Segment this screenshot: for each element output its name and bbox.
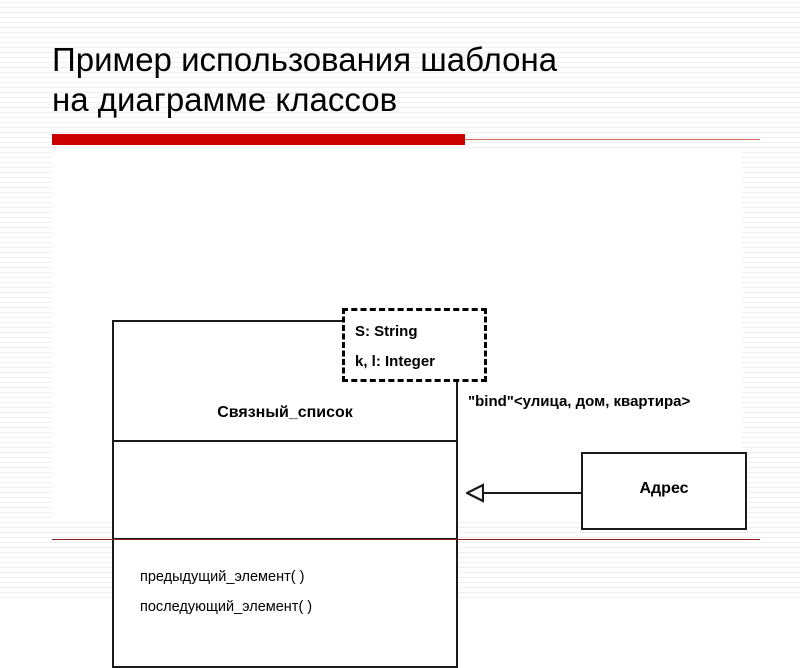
template-parameter-box: S: String k, l: Integer: [342, 308, 487, 382]
hollow-triangle-arrowhead-icon: [466, 483, 484, 503]
class-name-label: Связный_список: [217, 404, 353, 421]
class-operations-compartment: предыдущий_элемент( ) последующий_элемен…: [114, 540, 456, 666]
title-underline-accent: [52, 134, 465, 145]
binding-connector-line: [483, 492, 581, 494]
template-parameter-item: k, l: Integer: [355, 353, 436, 370]
operation-item: последующий_элемент( ): [140, 599, 313, 615]
class-attributes-compartment: [114, 442, 456, 538]
bind-stereotype-label: "bind"<улица, дом, квартира>: [468, 393, 691, 410]
operation-item: предыдущий_элемент( ): [140, 569, 305, 585]
template-parameter-item: S: String: [355, 323, 418, 340]
bound-class-name-label: Адрес: [639, 480, 689, 497]
diagram-panel: Связный_список предыдущий_элемент( ) пос…: [52, 150, 747, 668]
class-box-address[interactable]: Адрес: [581, 452, 747, 530]
page-title: Пример использования шаблона на диаграмм…: [52, 41, 558, 118]
bottom-rule: [52, 539, 760, 540]
class-name-compartment: Связный_список: [114, 322, 456, 440]
class-compartment-divider: [114, 440, 456, 442]
